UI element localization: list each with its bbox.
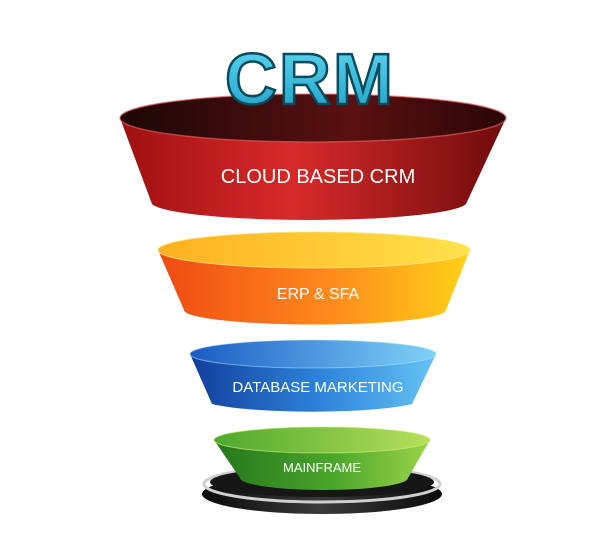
tier-label-erp-sfa: ERP & SFA [277, 286, 360, 303]
funnel-tier-database-marketing: DATABASE MARKETING [189, 339, 437, 412]
funnel-tier-mainframe: MAINFRAME [213, 426, 431, 490]
funnel-tier-erp-sfa: ERP & SFA [157, 231, 471, 325]
diagram-title: CRM [225, 40, 395, 120]
tier-label-database-marketing: DATABASE MARKETING [232, 379, 403, 396]
tier-label-cloud-based-crm: CLOUD BASED CRM [221, 166, 415, 188]
tier-label-mainframe: MAINFRAME [283, 460, 361, 475]
funnel-tier-cloud-based-crm: CLOUD BASED CRM [119, 93, 507, 220]
